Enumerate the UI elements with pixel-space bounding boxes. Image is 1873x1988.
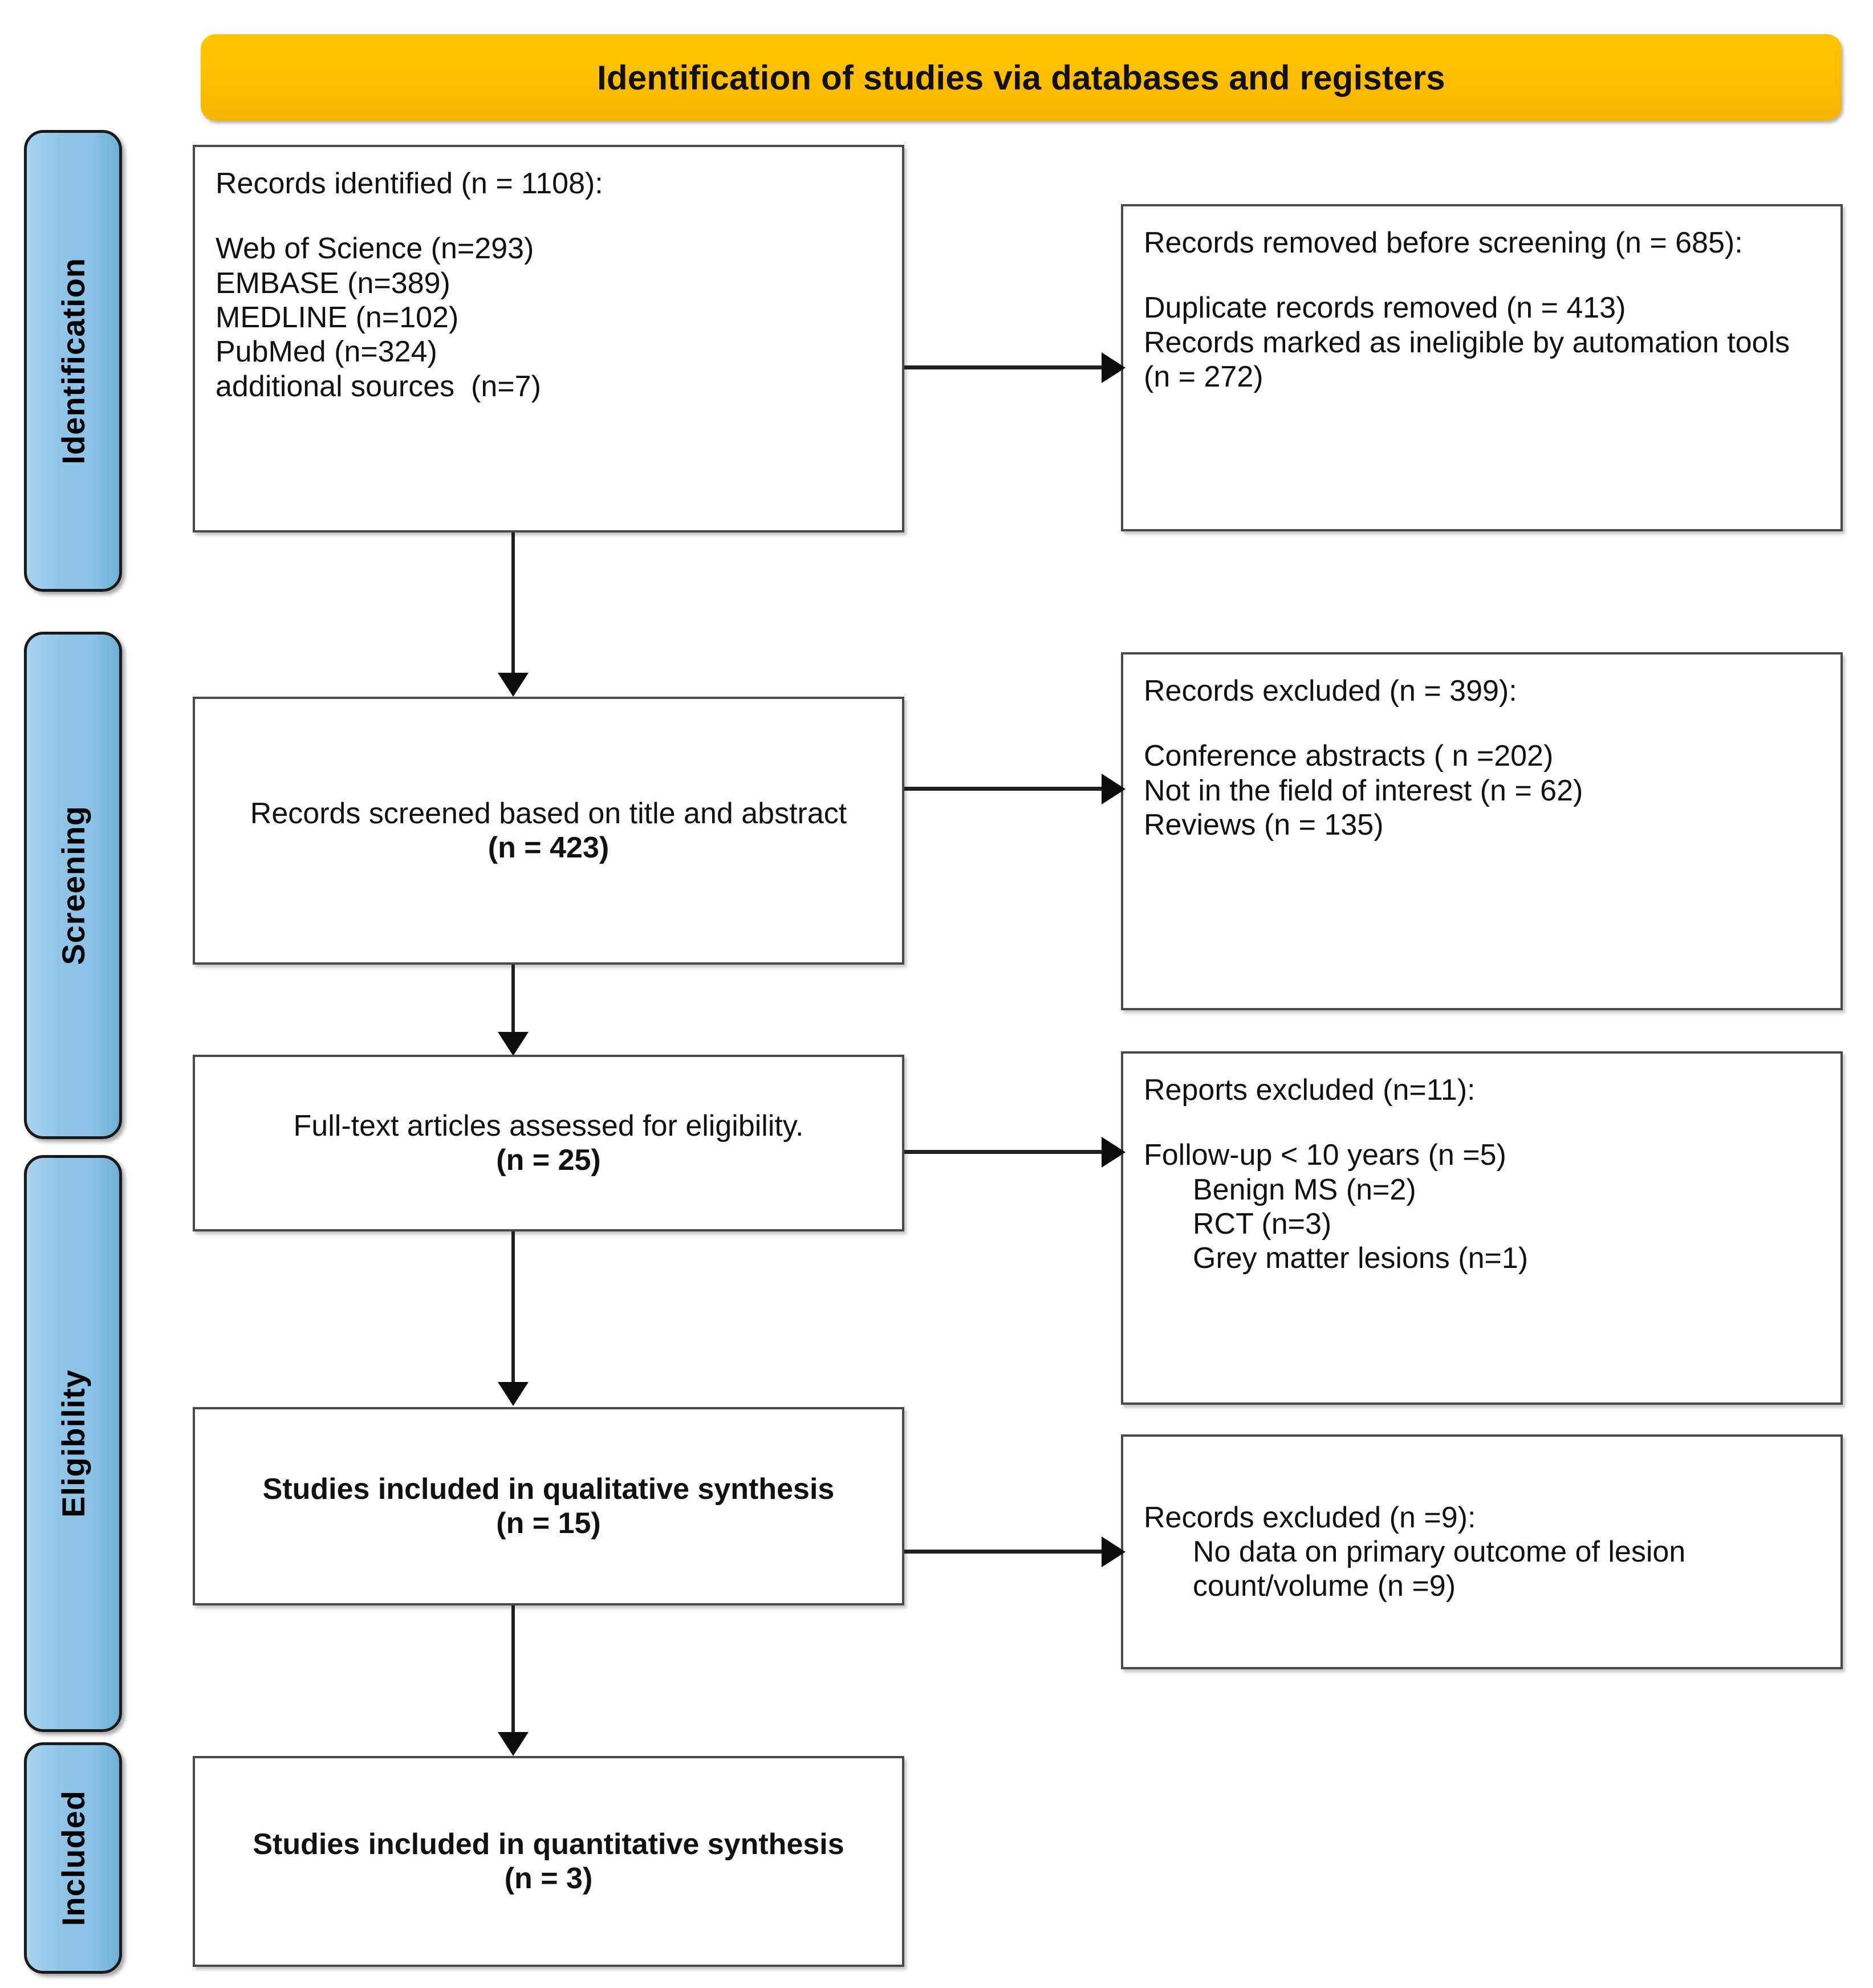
records-identified-source-0: Web of Science (n=293) (216, 232, 534, 266)
stage-tab-screening: Screening (24, 632, 122, 1139)
box-records-identified-content: Records identified (n = 1108): Web of Sc… (195, 147, 902, 530)
quantitative-synthesis-text: Studies included in quantitative synthes… (253, 1827, 844, 1861)
arrowhead-qualitative-to-quantitative (498, 1732, 529, 1756)
qualitative-synthesis-count: (n = 15) (496, 1507, 601, 1540)
records-identified-source-2: MEDLINE (n=102) (216, 300, 459, 334)
diagram-banner: Identification of studies via databases … (201, 34, 1842, 121)
qualitative-synthesis-text: Studies included in qualitative synthesi… (262, 1472, 835, 1506)
arrowhead-fulltext-to-reports-excluded (1102, 1137, 1126, 1168)
arrowhead-identified-to-screened (498, 673, 529, 697)
records-removed-reason-0: Duplicate records removed (n = 413) (1144, 291, 1626, 325)
records-removed-heading: Records removed before screening (n = 68… (1144, 226, 1743, 259)
box-records-excluded-quant: Records excluded (n =9): No data on prim… (1121, 1434, 1843, 1669)
stage-tab-eligibility-label: Eligibility (55, 1369, 91, 1518)
reports-excluded-heading: Reports excluded (n=11): (1144, 1074, 1476, 1107)
records-excluded-quant-heading: Records excluded (n =9): (1144, 1501, 1476, 1534)
box-records-screened: Records screened based on title and abst… (193, 697, 904, 965)
box-records-excluded-quant-content: Records excluded (n =9): No data on prim… (1123, 1437, 1841, 1667)
records-screened-count: (n = 423) (487, 831, 610, 864)
reports-excluded-sub-reason-1: RCT (n=3) (1193, 1207, 1332, 1241)
connector-identified-to-screened (511, 532, 515, 677)
connector-fulltext-to-qualitative (511, 1231, 515, 1387)
arrowhead-screened-to-fulltext (498, 1032, 529, 1056)
stage-tab-included-label: Included (55, 1790, 91, 1926)
box-qualitative-synthesis: Studies included in qualitative synthesi… (193, 1407, 904, 1605)
connector-screened-to-fulltext (511, 965, 515, 1036)
arrowhead-identified-to-removed (1102, 352, 1126, 383)
box-records-excluded-screening-content: Records excluded (n = 399): Conference a… (1123, 654, 1841, 1008)
arrowhead-screened-to-excluded (1102, 774, 1126, 804)
records-removed-reason-1: Records marked as ineligible by automati… (1144, 326, 1798, 393)
box-records-removed-content: Records removed before screening (n = 68… (1123, 206, 1841, 529)
connector-screened-to-excluded (904, 787, 1105, 791)
records-identified-source-3: PubMed (n=324) (216, 335, 437, 369)
stage-tab-eligibility: Eligibility (24, 1155, 122, 1732)
reports-excluded-sub-reason-0: Benign MS (n=2) (1193, 1173, 1416, 1206)
records-excluded-screening-reason-1: Not in the field of interest (n = 62) (1144, 774, 1583, 807)
arrowhead-qualitative-to-excluded (1102, 1536, 1126, 1567)
box-reports-excluded: Reports excluded (n=11): Follow-up < 10 … (1121, 1051, 1843, 1405)
banner-title: Identification of studies via databases … (597, 58, 1445, 97)
arrowhead-fulltext-to-qualitative (498, 1382, 529, 1406)
records-excluded-quant-reason-0: No data on primary outcome of lesion cou… (1193, 1535, 1694, 1603)
box-records-screened-content: Records screened based on title and abst… (195, 699, 902, 962)
fulltext-assessed-count: (n = 25) (496, 1144, 601, 1177)
connector-identified-to-removed (904, 365, 1105, 369)
records-excluded-screening-reason-2: Reviews (n = 135) (1144, 808, 1384, 841)
box-quantitative-synthesis-content: Studies included in quantitative synthes… (195, 1758, 902, 1965)
records-screened-text: Records screened based on title and abst… (250, 796, 847, 830)
box-records-excluded-screening: Records excluded (n = 399): Conference a… (1121, 652, 1843, 1010)
box-qualitative-synthesis-content: Studies included in qualitative synthesi… (195, 1409, 902, 1603)
stage-tab-identification-label: Identification (55, 257, 91, 465)
stage-tab-screening-label: Screening (55, 806, 91, 965)
records-excluded-screening-reason-0: Conference abstracts ( n =202) (1144, 739, 1554, 773)
records-excluded-screening-heading: Records excluded (n = 399): (1144, 674, 1517, 708)
box-records-removed: Records removed before screening (n = 68… (1121, 204, 1843, 531)
stage-tab-identification: Identification (24, 130, 122, 592)
records-identified-source-1: EMBASE (n=389) (216, 266, 450, 300)
connector-qualitative-to-quantitative (511, 1605, 515, 1737)
box-fulltext-assessed: Full-text articles assessed for eligibil… (193, 1055, 904, 1231)
connector-qualitative-to-excluded (904, 1550, 1105, 1554)
reports-excluded-primary-reason: Follow-up < 10 years (n =5) (1144, 1139, 1506, 1172)
box-reports-excluded-content: Reports excluded (n=11): Follow-up < 10 … (1123, 1054, 1841, 1402)
fulltext-assessed-text: Full-text articles assessed for eligibil… (293, 1109, 804, 1143)
records-identified-heading: Records identified (n = 1108): (216, 167, 603, 200)
stage-tab-included: Included (24, 1742, 122, 1974)
quantitative-synthesis-count: (n = 3) (504, 1862, 593, 1895)
box-records-identified: Records identified (n = 1108): Web of Sc… (193, 145, 904, 532)
records-identified-source-4: additional sources (n=7) (216, 369, 541, 403)
box-quantitative-synthesis: Studies included in quantitative synthes… (193, 1756, 904, 1967)
box-fulltext-assessed-content: Full-text articles assessed for eligibil… (195, 1057, 902, 1229)
reports-excluded-sub-reason-2: Grey matter lesions (n=1) (1193, 1242, 1529, 1275)
connector-fulltext-to-reports-excluded (904, 1150, 1105, 1154)
